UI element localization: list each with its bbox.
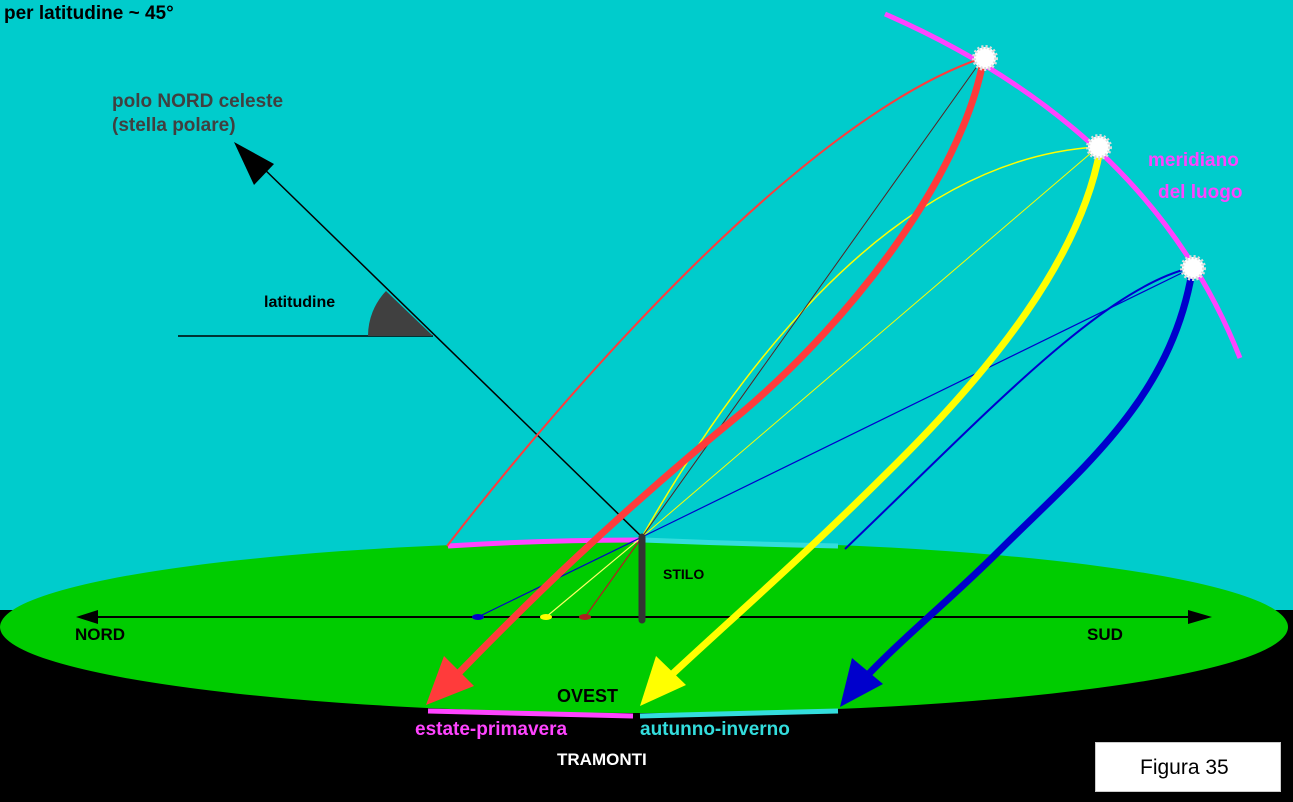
figure-caption: Figura 35 [1140, 756, 1229, 779]
summer-shadow-tip [579, 614, 591, 620]
winter-sun-icon [1180, 255, 1206, 281]
equinox-sunset-path [663, 149, 1104, 683]
pole-label-line1: polo NORD celeste [112, 91, 284, 112]
winter-shadow-tip [472, 614, 484, 620]
winter-sunset-path [859, 271, 1196, 684]
meridian-arc [883, 11, 1243, 359]
equinox-shadow-tip [540, 614, 552, 620]
latitude-angle-wedge [367, 291, 433, 336]
north-label: NORD [75, 625, 126, 644]
meridian-label-line1: meridiano [1148, 150, 1239, 171]
summer-spring-label: estate-primavera [415, 719, 568, 740]
meridian-label-line2: del luogo [1158, 182, 1243, 203]
north-arrowhead [76, 610, 98, 624]
winter-ray [641, 267, 1193, 538]
south-arrowhead [1188, 610, 1212, 624]
equinox-thin-arc [641, 146, 1098, 538]
latitude-label: latitudine [264, 294, 336, 311]
equinox-sunset-arrowhead [640, 656, 686, 706]
diagram-title: per latitudine ~ 45° [4, 3, 174, 24]
summer-horizon-arc [447, 537, 641, 549]
polar-axis-arrowhead [234, 142, 274, 185]
equinox-shadow [545, 536, 643, 618]
winter-sunset-arrowhead [840, 658, 883, 707]
summer-sunset-arc [427, 708, 634, 719]
equinox-sun-icon [1086, 134, 1112, 160]
summer-sunset-arrowhead [426, 656, 474, 705]
summer-thin-arc [446, 57, 983, 547]
polar-axis [257, 162, 643, 538]
summer-sunset-path [449, 61, 987, 683]
figure-caption-box: Figura 35 [1095, 742, 1281, 792]
winter-sunset-arc [639, 708, 839, 719]
south-label: SUD [1087, 625, 1123, 644]
gnomon-label: STILO [663, 566, 705, 582]
winter-thin-arc [844, 267, 1191, 550]
summer-ray [641, 57, 984, 538]
sunsets-label: TRAMONTI [557, 750, 647, 769]
equinox-ray [641, 146, 1099, 538]
summer-sun-icon [972, 45, 998, 71]
summer-shadow [584, 536, 643, 618]
pole-label-line2: (stella polare) [112, 115, 236, 136]
autumn-winter-label: autunno-inverno [640, 719, 790, 740]
west-label: OVEST [557, 686, 619, 706]
